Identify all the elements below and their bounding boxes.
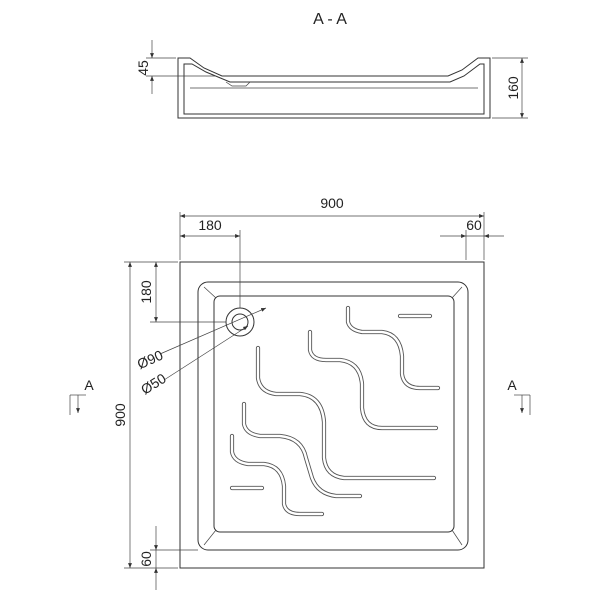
bevel-bottom-right — [451, 529, 463, 546]
bevel-top-left — [203, 286, 217, 299]
section-marker-left: A — [69, 377, 94, 415]
bevel-top-right — [451, 286, 463, 299]
dim-60r-label: 60 — [466, 217, 482, 233]
drain-inner — [231, 313, 249, 331]
plan-view: 900 180 60 900 180 60 Ø90 Ø50 — [69, 195, 531, 590]
section-marker-left-label: A — [84, 377, 94, 393]
anti-slip-ribs — [229, 305, 441, 517]
section-title: A - A — [313, 11, 347, 28]
tray-outer-edge — [179, 261, 485, 569]
section-profile-outer — [177, 57, 491, 119]
section-view: 45 160 — [135, 40, 528, 119]
dim-160-label: 160 — [505, 76, 521, 100]
dim-900w-label: 900 — [320, 195, 344, 211]
leader-d50 — [163, 325, 249, 381]
section-marker-right: A — [507, 377, 531, 415]
drain-outer — [225, 307, 255, 337]
drain-outer-label: Ø90 — [135, 347, 166, 372]
section-drain — [225, 81, 251, 87]
drain-inner-label: Ø50 — [138, 370, 169, 398]
dim-180y-label: 180 — [138, 280, 154, 304]
bevel-bottom-left — [203, 529, 217, 546]
tray-basin — [213, 295, 455, 533]
section-marker-right-label: A — [507, 377, 517, 393]
dim-45-label: 45 — [135, 60, 151, 76]
dim-180x-label: 180 — [198, 217, 222, 233]
leader-d90 — [159, 307, 267, 355]
dim-60b-label: 60 — [138, 551, 154, 567]
dim-900h-label: 900 — [112, 403, 128, 427]
tray-rim-inner — [197, 281, 469, 551]
section-profile-inner — [183, 63, 485, 115]
